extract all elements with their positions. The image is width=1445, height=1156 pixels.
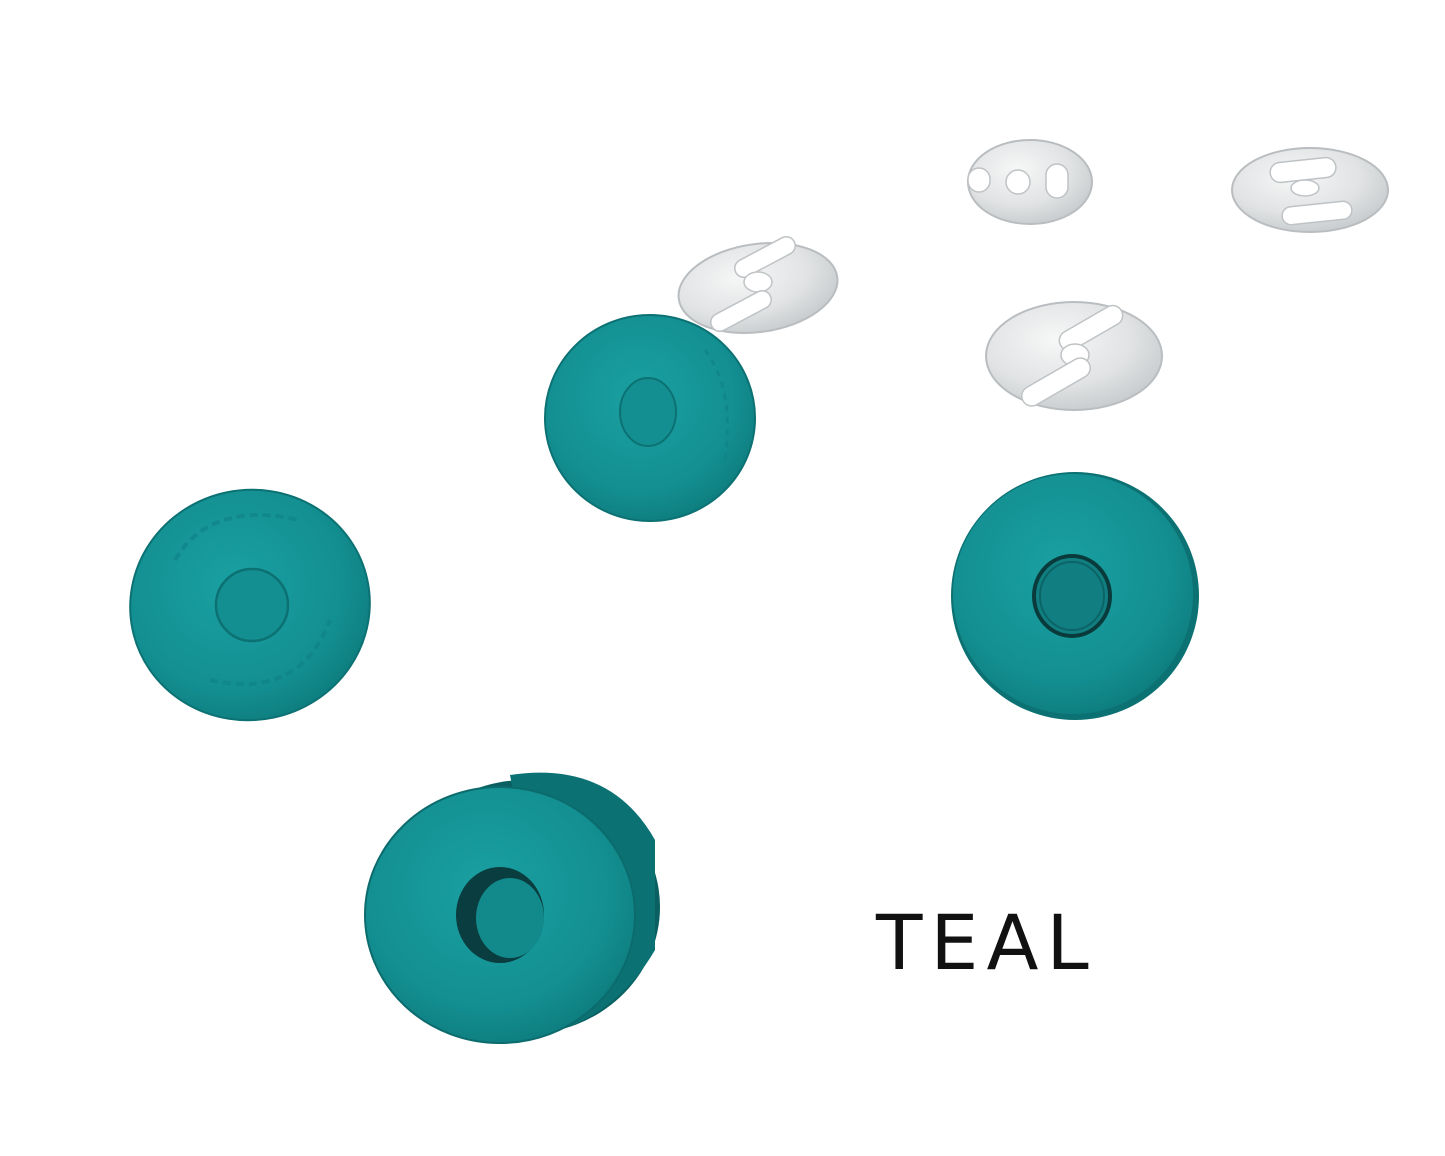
color-name-label: TEAL (876, 898, 1097, 987)
backing-washer (677, 235, 839, 334)
magnetic-snap-back-embossed (129, 488, 371, 722)
magnetic-snap-male-back (544, 314, 756, 522)
backing-washer (1231, 147, 1389, 233)
backing-washer (967, 139, 1093, 225)
magnetic-snap-thick (364, 772, 660, 1044)
magnetic-snap-female-face (951, 472, 1199, 720)
backing-washer (985, 301, 1163, 411)
